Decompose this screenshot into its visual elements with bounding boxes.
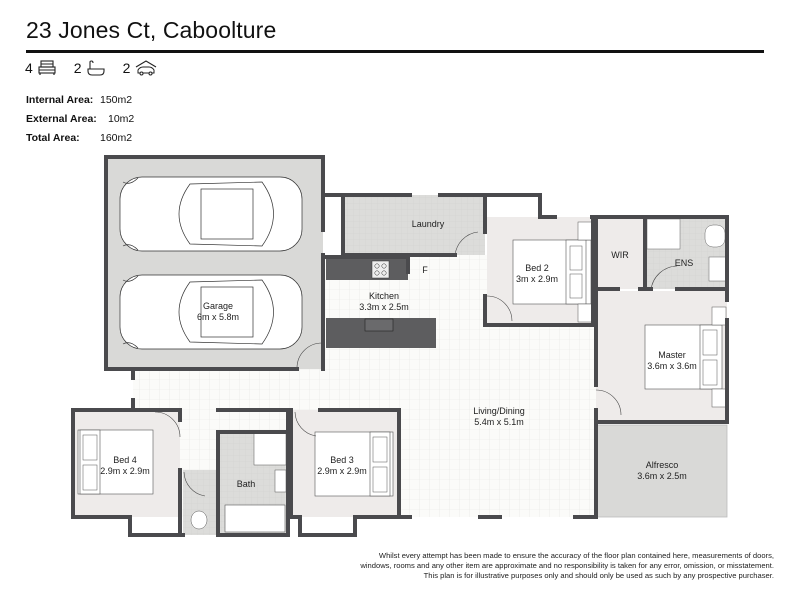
bed-icon	[38, 60, 56, 75]
feature-garage: 2	[123, 60, 158, 76]
kitchen-size: 3.3m x 2.5m	[359, 302, 409, 312]
internal-area-value: 150m2	[100, 94, 133, 106]
total-area-value: 160m2	[100, 132, 133, 144]
bath-icon	[87, 60, 105, 76]
total-area-label: Total Area:	[26, 132, 80, 144]
living-dining-name: Living/Dining	[473, 406, 525, 416]
bed4-name: Bed 4	[113, 455, 137, 465]
master-size: 3.6m x 3.6m	[647, 361, 697, 371]
bed2-name: Bed 2	[525, 263, 549, 273]
kitchen-name: Kitchen	[368, 291, 400, 301]
ens-name: ENS	[674, 258, 694, 268]
internal-area-row: Internal Area: 150m2	[26, 91, 134, 110]
fridge-marker: F	[422, 265, 428, 275]
laundry-label: Laundry	[412, 219, 445, 230]
external-area-row: External Area: 10m2	[26, 110, 134, 129]
garage-size: 6m x 5.8m	[196, 312, 240, 322]
bed3-label: Bed 3 2.9m x 2.9m	[317, 455, 367, 477]
disclaimer: Whilst every attempt has been made to en…	[254, 551, 774, 581]
wir-label: WIR	[611, 250, 629, 261]
total-area-row: Total Area: 160m2	[26, 129, 134, 148]
fridge-label: F	[422, 265, 428, 276]
bed2-size: 3m x 2.9m	[515, 274, 559, 284]
page-title: 23 Jones Ct, Caboolture	[26, 17, 277, 43]
title-divider	[26, 50, 764, 53]
kitchen-label: Kitchen 3.3m x 2.5m	[359, 291, 409, 313]
external-area-value: 10m2	[108, 113, 135, 125]
master-label: Master 3.6m x 3.6m	[647, 350, 697, 372]
bed3-name: Bed 3	[330, 455, 354, 465]
laundry-name: Laundry	[411, 219, 445, 229]
bath-name: Bath	[236, 479, 256, 489]
feature-bedrooms: 4	[25, 60, 56, 76]
car-bottom	[119, 274, 303, 350]
ens-label: ENS	[675, 258, 694, 269]
alfresco-size: 3.6m x 2.5m	[637, 471, 687, 481]
internal-area-label: Internal Area:	[26, 94, 94, 106]
bath-label: Bath	[237, 479, 256, 490]
disclaimer-line-3: This plan is for illustrative purposes o…	[423, 571, 774, 580]
alfresco-label: Alfresco 3.6m x 2.5m	[637, 460, 687, 482]
property-features: 4 2 2	[25, 60, 175, 76]
alfresco-name: Alfresco	[645, 460, 679, 470]
bed4-label: Bed 4 2.9m x 2.9m	[100, 455, 150, 477]
car-top	[119, 176, 303, 252]
garage-name: Garage	[202, 301, 234, 311]
garage-count: 2	[122, 60, 131, 76]
feature-bathrooms: 2	[74, 60, 105, 76]
external-area-label: External Area:	[26, 113, 97, 125]
bathroom-count: 2	[73, 60, 82, 76]
disclaimer-line-1: Whilst every attempt has been made to en…	[378, 551, 774, 560]
garage-label: Garage 6m x 5.8m	[197, 301, 239, 323]
bed3-size: 2.9m x 2.9m	[317, 466, 367, 476]
living-dining-label: Living/Dining 5.4m x 5.1m	[473, 406, 525, 428]
garage-room	[106, 157, 323, 369]
bed2-label: Bed 2 3m x 2.9m	[516, 263, 558, 285]
disclaimer-line-2: windows, rooms and any other item are ap…	[360, 561, 774, 570]
bedroom-count: 4	[25, 60, 33, 76]
wir-name: WIR	[611, 250, 629, 260]
bed4-size: 2.9m x 2.9m	[100, 466, 150, 476]
living-dining-size: 5.4m x 5.1m	[474, 417, 524, 427]
area-summary: Internal Area: 150m2 External Area: 10m2…	[26, 91, 134, 148]
walls	[71, 155, 729, 537]
master-name: Master	[658, 350, 686, 360]
garage-car-icon	[136, 60, 157, 76]
